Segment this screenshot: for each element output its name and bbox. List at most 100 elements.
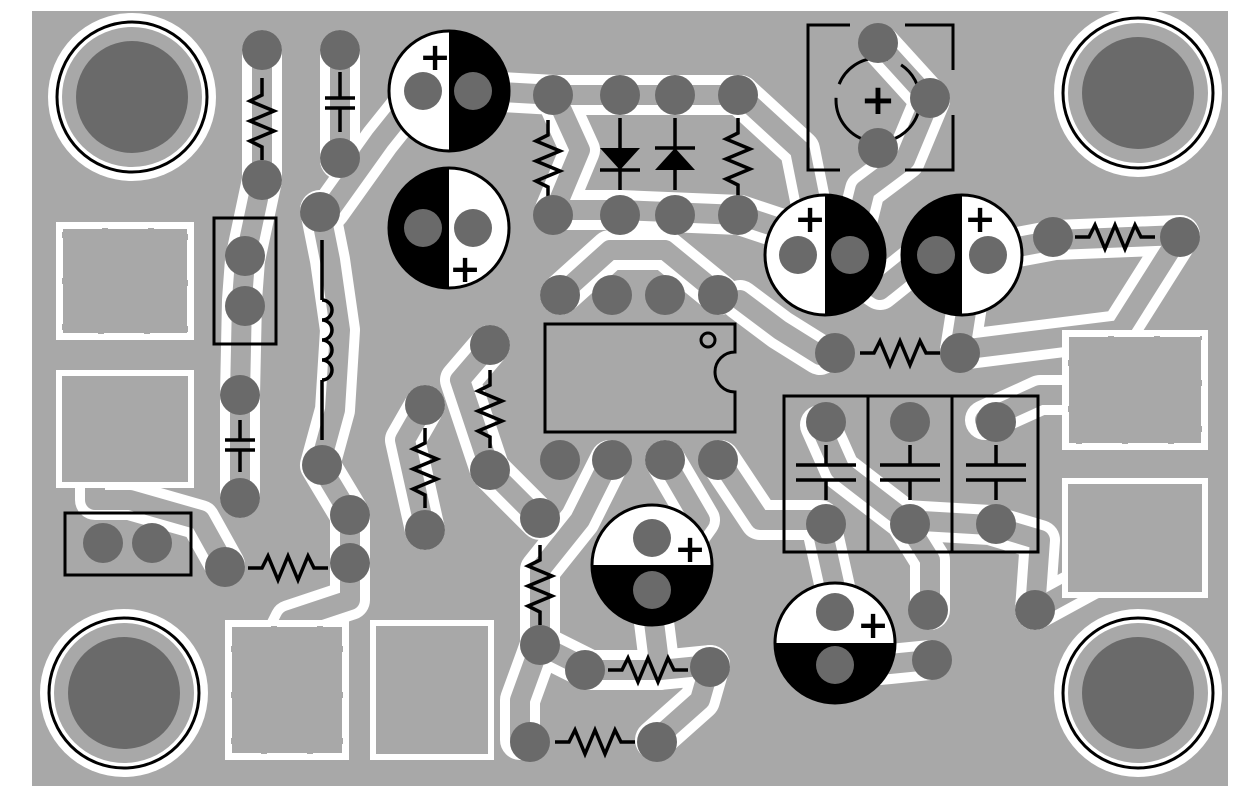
resistor-symbol (555, 725, 635, 759)
pad (976, 504, 1016, 544)
pad (220, 478, 260, 518)
pad (320, 30, 360, 70)
pad (831, 236, 869, 274)
diode-symbol (600, 118, 640, 190)
pad (645, 275, 685, 315)
pad (300, 192, 340, 232)
pad (698, 275, 738, 315)
capacitor-symbol (880, 445, 940, 500)
pad (908, 590, 948, 630)
pad (405, 385, 445, 425)
pad (330, 495, 370, 535)
header-2pin-vertical (212, 216, 278, 346)
silkscreen (63, 23, 1040, 577)
pad (132, 523, 172, 563)
pad (690, 647, 730, 687)
ceramic-capacitors (225, 72, 1026, 500)
connector-pad (1062, 478, 1208, 598)
diodes (600, 118, 695, 190)
pad (890, 402, 930, 442)
connector-pad (56, 370, 194, 488)
polarity-mark: + (419, 35, 451, 79)
pad (540, 440, 580, 480)
ic-outline (543, 322, 737, 434)
pad (533, 75, 573, 115)
pad (940, 333, 980, 373)
trimmer-outline (806, 70, 840, 172)
resistor-symbol (408, 428, 442, 508)
mounting-hole-top-right (1061, 16, 1215, 170)
pad (83, 523, 123, 563)
pad (912, 640, 952, 680)
pad (225, 286, 265, 326)
pad (718, 195, 758, 235)
pad (1160, 217, 1200, 257)
capacitor-symbol (796, 445, 856, 500)
pad (633, 571, 671, 609)
pad (520, 625, 560, 665)
pad (205, 547, 245, 587)
component-pads (83, 23, 1200, 762)
resistor-symbol (248, 551, 328, 585)
resistor-symbol (473, 370, 507, 448)
capacitor-block-outline (782, 394, 1040, 554)
diode-symbol (655, 118, 695, 190)
resistor-symbol (721, 118, 755, 198)
pad (454, 72, 492, 110)
pad (633, 519, 671, 557)
pad (242, 160, 282, 200)
pad (655, 195, 695, 235)
polarity-mark: + (964, 197, 996, 241)
pad (220, 375, 260, 415)
resistor-symbol (1075, 220, 1155, 254)
pad (816, 646, 854, 684)
connector-pad (56, 222, 194, 340)
connector-pad (225, 620, 349, 760)
polarity-mark: + (860, 75, 895, 124)
pad (320, 138, 360, 178)
pad (1033, 217, 1073, 257)
pad (698, 440, 738, 480)
pad (242, 30, 282, 70)
pad (858, 128, 898, 168)
polarity-mark: + (794, 197, 826, 241)
pad (592, 440, 632, 480)
pad (330, 543, 370, 583)
pad (976, 402, 1016, 442)
pad (404, 72, 442, 110)
pad (225, 236, 265, 276)
ic-pin1-marker (699, 331, 717, 349)
pad (718, 75, 758, 115)
capacitor-symbol (225, 420, 255, 472)
pad (404, 209, 442, 247)
pad (637, 722, 677, 762)
connector-pads (56, 222, 1208, 760)
pad (645, 440, 685, 480)
pad (533, 195, 573, 235)
pad (520, 498, 560, 538)
pad (540, 275, 580, 315)
resistor-symbol (531, 120, 565, 198)
polarity-mark: + (449, 247, 481, 291)
pad (592, 275, 632, 315)
mounting-holes (47, 16, 1215, 770)
capacitor-symbol (966, 445, 1026, 500)
electrolytic-capacitor: + (590, 503, 714, 627)
header-2pin-horizontal (63, 511, 193, 577)
polarity-mark: + (857, 603, 889, 647)
pad (917, 236, 955, 274)
pad (890, 504, 930, 544)
connector-pad (1062, 330, 1208, 450)
pad (454, 209, 492, 247)
pad (510, 722, 550, 762)
resistor-symbol (245, 78, 279, 160)
pad (600, 75, 640, 115)
pad (815, 333, 855, 373)
pad (302, 445, 342, 485)
connector-pad (370, 620, 494, 760)
mounting-hole-top-left (55, 20, 209, 174)
resistor-symbol (608, 653, 688, 687)
pad (470, 450, 510, 490)
